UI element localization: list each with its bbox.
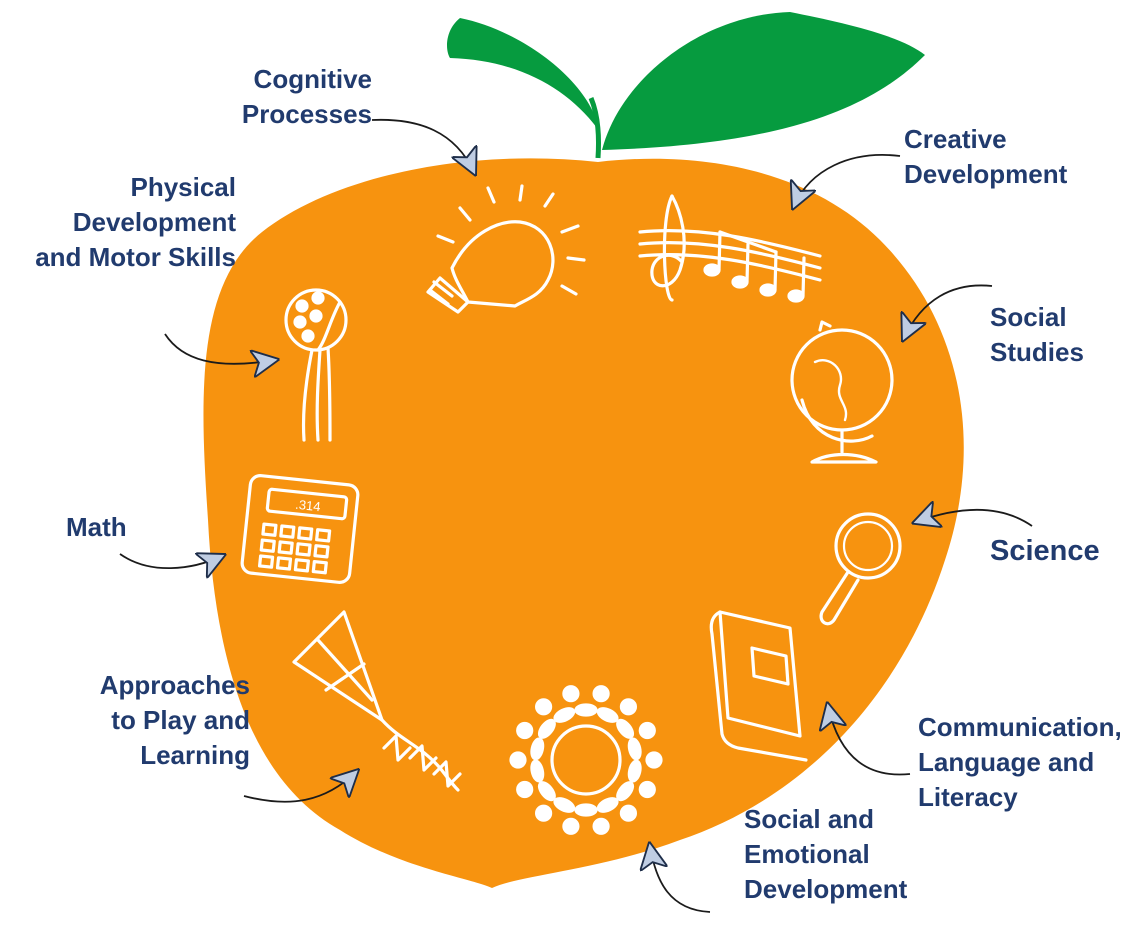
- right-leaf: [602, 12, 925, 150]
- arrow-creative: [794, 154, 901, 206]
- person-body: [616, 718, 635, 739]
- person-head: [562, 685, 580, 703]
- person-body: [537, 781, 556, 802]
- ball-icon: [284, 288, 348, 442]
- person-head: [619, 698, 638, 716]
- kite-icon: [292, 610, 462, 792]
- person-head: [638, 721, 656, 740]
- arrow-cognitive: [371, 118, 474, 172]
- label-line: Development: [904, 159, 1068, 189]
- arrow-science: [916, 510, 1033, 526]
- arrow-physical: [164, 333, 275, 364]
- label-line: to Play and: [111, 705, 250, 735]
- label-line: Learning: [140, 740, 250, 770]
- person-body: [574, 803, 598, 817]
- label-line: Approaches: [99, 670, 250, 700]
- person-body: [627, 759, 642, 783]
- person-body: [553, 707, 576, 723]
- stem: [588, 97, 601, 159]
- arrow-approaches: [243, 772, 356, 803]
- person-head: [534, 804, 553, 822]
- person-body: [537, 718, 556, 739]
- label-creative-development: Creative Development: [904, 122, 1124, 192]
- label-line: Math: [66, 512, 127, 542]
- label-line: Science: [990, 535, 1100, 567]
- person-body: [596, 797, 619, 813]
- label-line: Social: [990, 302, 1067, 332]
- people-circle-icon: [509, 685, 663, 835]
- label-math: Math: [66, 510, 186, 545]
- calculator-icon: [240, 474, 360, 584]
- label-line: Creative: [904, 124, 1007, 154]
- arrow-social-studies: [904, 284, 993, 338]
- label-line: Social and: [744, 804, 875, 834]
- arrow-math: [119, 554, 222, 568]
- label-line: Development: [744, 874, 908, 904]
- label-social-emotional: Social and Emotional Development: [744, 802, 954, 907]
- person-body: [574, 703, 598, 717]
- label-line: Communication,: [918, 712, 1122, 742]
- label-line: Development: [72, 207, 236, 237]
- person-body: [627, 737, 642, 761]
- music-notes-icon: [638, 194, 822, 303]
- label-line: Physical: [130, 172, 236, 202]
- person-body: [616, 781, 635, 802]
- label-science: Science: [990, 534, 1140, 569]
- label-approaches-to-play: Approaches to Play and Learning: [40, 668, 250, 773]
- label-cognitive-processes: Cognitive Processes: [222, 62, 372, 132]
- people-ring-inner: [550, 724, 622, 796]
- calculator-display: .314: [295, 497, 322, 515]
- person-head: [645, 751, 663, 769]
- person-body: [596, 707, 619, 723]
- person-body: [553, 797, 576, 813]
- label-line: Language and: [918, 747, 1095, 777]
- person-head: [516, 721, 534, 740]
- label-social-studies: Social Studies: [990, 300, 1130, 370]
- label-line: and Motor Skills: [35, 242, 236, 272]
- book-icon: [709, 610, 808, 762]
- peach-body: [203, 158, 964, 889]
- person-head: [516, 780, 534, 799]
- person-head: [562, 817, 580, 835]
- left-leaf: [447, 18, 600, 132]
- magnifying-glass-icon: [819, 512, 902, 626]
- person-body: [530, 759, 545, 783]
- lightbulb-icon: [426, 184, 586, 314]
- arrow-communication: [828, 706, 911, 776]
- person-body: [530, 737, 545, 761]
- label-line: Literacy: [918, 782, 1018, 812]
- label-physical-development: Physical Development and Motor Skills: [0, 170, 236, 275]
- label-line: Processes: [241, 99, 372, 129]
- arrow-social-emotional: [650, 846, 711, 913]
- person-head: [592, 685, 610, 703]
- person-head: [638, 780, 656, 799]
- person-head: [619, 804, 638, 822]
- label-line: Studies: [990, 337, 1084, 367]
- person-head: [592, 817, 610, 835]
- person-head: [509, 751, 527, 769]
- label-line: Emotional: [744, 839, 870, 869]
- label-line: Cognitive: [253, 64, 372, 94]
- person-head: [534, 698, 553, 716]
- label-communication-language: Communication, Language and Literacy: [918, 710, 1142, 815]
- globe-icon: [790, 320, 894, 464]
